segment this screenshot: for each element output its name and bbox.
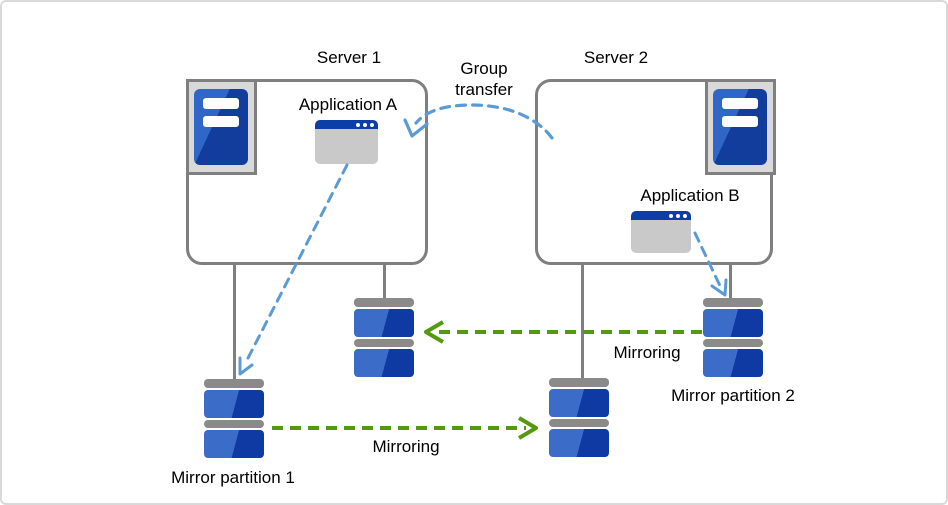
connector-server1-to-partition1 (233, 263, 236, 381)
window-dot-icon (356, 123, 360, 127)
disk-body (354, 349, 414, 377)
window-dot-icon (669, 214, 673, 218)
server-slot-icon (203, 116, 239, 127)
app-titlebar (315, 120, 378, 129)
disk-body (354, 309, 414, 337)
disk-body (549, 429, 609, 457)
server1-label: Server 1 (316, 48, 382, 67)
application-a-label: Application A (298, 95, 398, 114)
server1-tower-icon (194, 89, 248, 165)
disk-cap (549, 378, 609, 387)
disk-bar (703, 339, 763, 347)
server-slot-icon (722, 116, 758, 127)
disk-stack-server2-icon (549, 378, 609, 457)
disk-cap (703, 298, 763, 307)
mirror-partition-1-label: Mirror partition 1 (171, 468, 295, 487)
disk-body (549, 389, 609, 417)
mirroring-top-label: Mirroring (613, 343, 681, 362)
disk-bar (204, 420, 264, 428)
disk-cap (204, 379, 264, 388)
connector-server2-to-partition2 (729, 263, 732, 299)
mirror-partition-2-icon (703, 298, 763, 377)
window-dot-icon (683, 214, 687, 218)
application-a-window-icon (315, 120, 378, 164)
connector-server1-to-disk (383, 263, 386, 299)
server2-label: Server 2 (583, 48, 649, 67)
disk-body (204, 390, 264, 418)
mirror-partition-1-icon (204, 379, 264, 458)
application-b-label: Application B (640, 186, 740, 205)
server2-tower-icon (713, 89, 767, 165)
mirror-partition-2-label: Mirror partition 2 (671, 386, 795, 405)
window-dot-icon (676, 214, 680, 218)
disk-bar (354, 339, 414, 347)
window-dot-icon (363, 123, 367, 127)
mirroring-arrow-top (424, 320, 702, 344)
server-slot-icon (722, 98, 758, 109)
disk-stack-server1-icon (354, 298, 414, 377)
server2-icon (705, 79, 776, 175)
disk-body (703, 309, 763, 337)
application-b-window-icon (631, 211, 691, 253)
window-dot-icon (370, 123, 374, 127)
app-titlebar (631, 211, 691, 220)
disk-body (703, 349, 763, 377)
disk-bar (549, 419, 609, 427)
disk-body (204, 430, 264, 458)
group-transfer-label: Group transfer (455, 59, 513, 99)
mirroring-arrow-bottom (272, 416, 538, 440)
server-slot-icon (203, 98, 239, 109)
mirroring-bottom-label: Mirroring (372, 437, 440, 456)
server1-icon (186, 79, 257, 175)
connector-server2-to-disk (581, 263, 584, 380)
disk-cap (354, 298, 414, 307)
